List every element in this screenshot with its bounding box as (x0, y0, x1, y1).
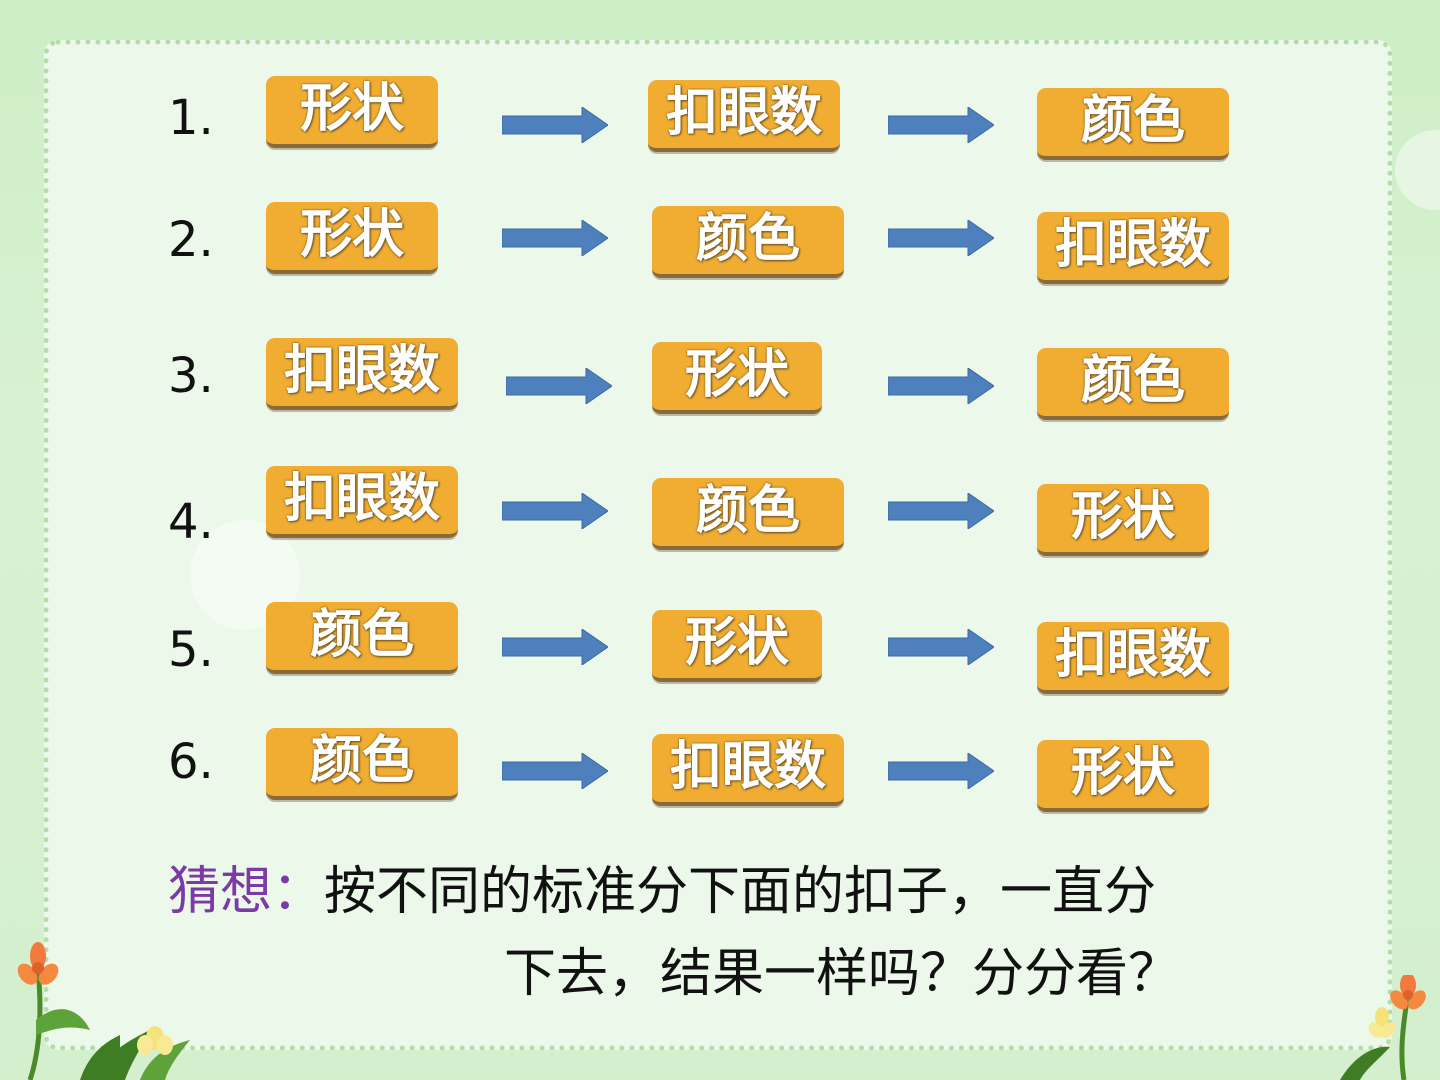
right-arrow-icon (502, 629, 608, 665)
right-arrow-icon (502, 107, 608, 143)
row-3-step-1-tag: 扣眼数 (266, 338, 458, 410)
row-1-step-3-tag: 颜色 (1037, 88, 1229, 160)
right-arrow-icon (502, 220, 608, 256)
row-2-step-3-tag: 扣眼数 (1037, 212, 1229, 284)
conjecture-label: 猜想： (168, 862, 325, 922)
row-number: 6. (168, 734, 214, 790)
right-arrow-icon (888, 220, 994, 256)
row-3-step-2-tag: 形状 (652, 342, 822, 414)
right-arrow-icon (888, 753, 994, 789)
flower-icon (137, 1026, 173, 1055)
decor-bubble (1395, 130, 1440, 210)
row-3-step-3-tag: 颜色 (1037, 348, 1229, 420)
row-4-step-1-tag: 扣眼数 (266, 466, 458, 538)
conjecture-line-2: 下去，结果一样吗？分分看？ (504, 944, 1181, 1004)
row-5-step-3-tag: 扣眼数 (1037, 622, 1229, 694)
row-6-step-1-tag: 颜色 (266, 728, 458, 800)
right-arrow-icon (888, 629, 994, 665)
row-4-step-2-tag: 颜色 (652, 478, 844, 550)
row-number: 2. (168, 212, 214, 268)
row-1-step-2-tag: 扣眼数 (648, 80, 840, 152)
row-1-step-1-tag: 形状 (266, 76, 438, 148)
row-number: 5. (168, 622, 214, 678)
row-6-step-2-tag: 扣眼数 (652, 734, 844, 806)
row-number: 4. (168, 494, 214, 550)
right-arrow-icon (506, 368, 612, 404)
right-arrow-icon (502, 493, 608, 529)
row-4-step-3-tag: 形状 (1037, 484, 1209, 556)
conjecture-line-1: 按不同的标准分下面的扣子，一直分 (324, 862, 1157, 922)
right-arrow-icon (888, 493, 994, 529)
row-5-step-2-tag: 形状 (652, 610, 822, 682)
row-5-step-1-tag: 颜色 (266, 602, 458, 674)
row-2-step-2-tag: 颜色 (652, 206, 844, 278)
row-6-step-3-tag: 形状 (1037, 740, 1209, 812)
row-number: 3. (168, 348, 214, 404)
row-number: 1. (168, 90, 214, 146)
conjecture-text: 猜想：按不同的标准分下面的扣子，一直分 (168, 852, 1156, 932)
flower-icon (1340, 975, 1426, 1080)
right-arrow-icon (888, 368, 994, 404)
grass-icon (90, 1030, 190, 1080)
right-arrow-icon (888, 107, 994, 143)
row-2-step-1-tag: 形状 (266, 202, 438, 274)
right-arrow-icon (502, 753, 608, 789)
